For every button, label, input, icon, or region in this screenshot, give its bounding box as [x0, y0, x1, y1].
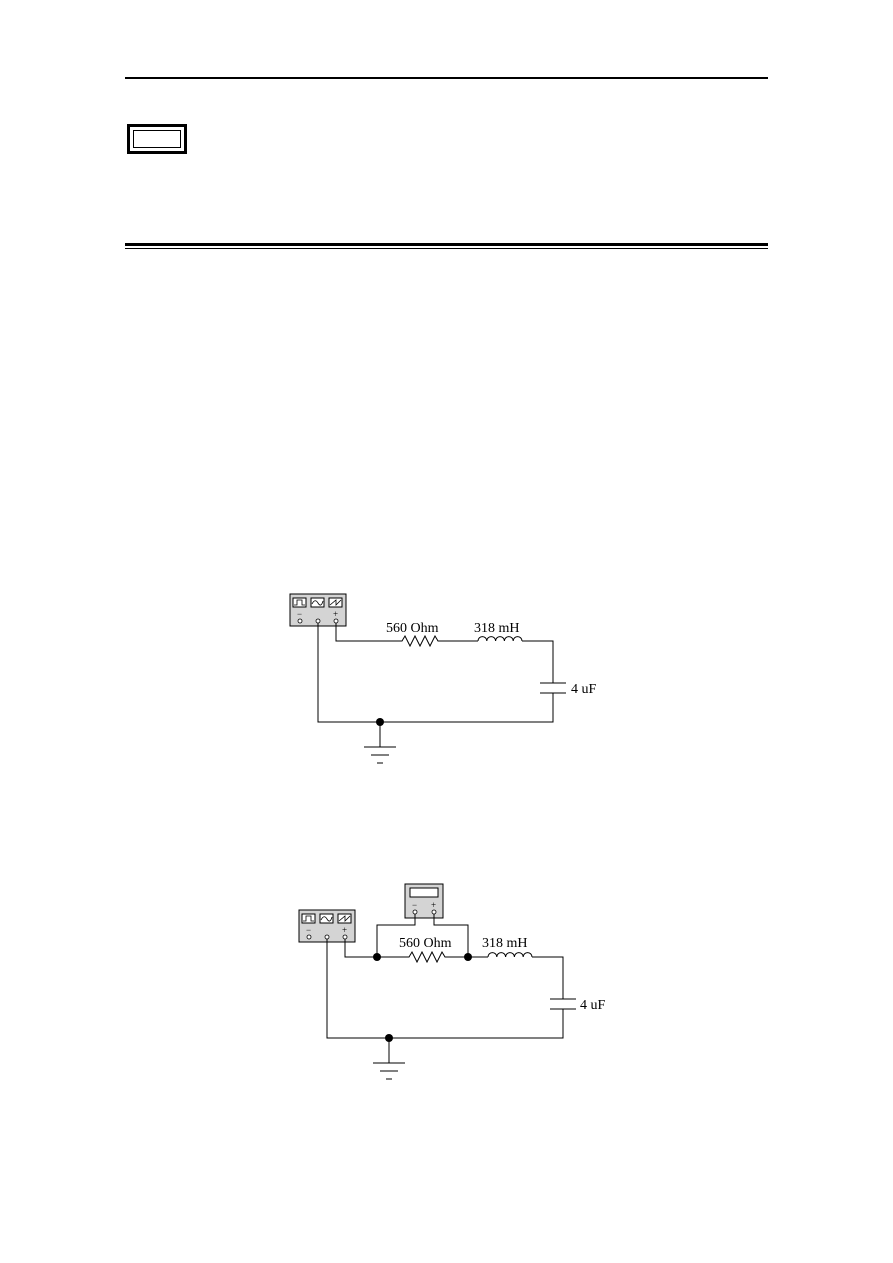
capacitor-icon — [550, 998, 576, 1010]
boxed-label-text — [133, 130, 181, 148]
resistor-label: 560 Ohm — [386, 621, 439, 636]
inductor-label: 318 mH — [474, 621, 520, 636]
function-generator-icon: − + — [298, 909, 356, 943]
resistor-icon — [405, 950, 448, 964]
capacitor-label: 4 uF — [571, 682, 597, 697]
wires — [317, 623, 554, 747]
source-plus-label: + — [333, 609, 338, 619]
capacitor-label: 4 uF — [580, 998, 606, 1013]
junction-dot — [385, 1034, 393, 1042]
meter-minus-label: − — [412, 900, 417, 910]
junction-dot — [464, 953, 472, 961]
inductor-label: 318 mH — [482, 936, 528, 951]
boxed-label — [127, 124, 187, 154]
source-minus-label: − — [297, 609, 302, 619]
meter-plus-label: + — [431, 900, 436, 910]
source-minus-label: − — [306, 925, 311, 935]
multimeter-icon: − + — [404, 883, 444, 919]
capacitor-icon — [540, 682, 566, 694]
function-generator-icon: − + — [289, 593, 347, 627]
section-rule-thin — [125, 248, 768, 249]
header-rule — [125, 77, 768, 79]
junction-dot — [376, 718, 384, 726]
junction-dot — [373, 953, 381, 961]
ground-icon — [364, 746, 396, 764]
resistor-icon — [398, 634, 440, 648]
resistor-label: 560 Ohm — [399, 936, 452, 951]
source-plus-label: + — [342, 925, 347, 935]
section-rule-thick — [125, 243, 768, 246]
inductor-icon — [487, 952, 533, 958]
inductor-icon — [477, 636, 523, 642]
ground-icon — [373, 1062, 405, 1080]
